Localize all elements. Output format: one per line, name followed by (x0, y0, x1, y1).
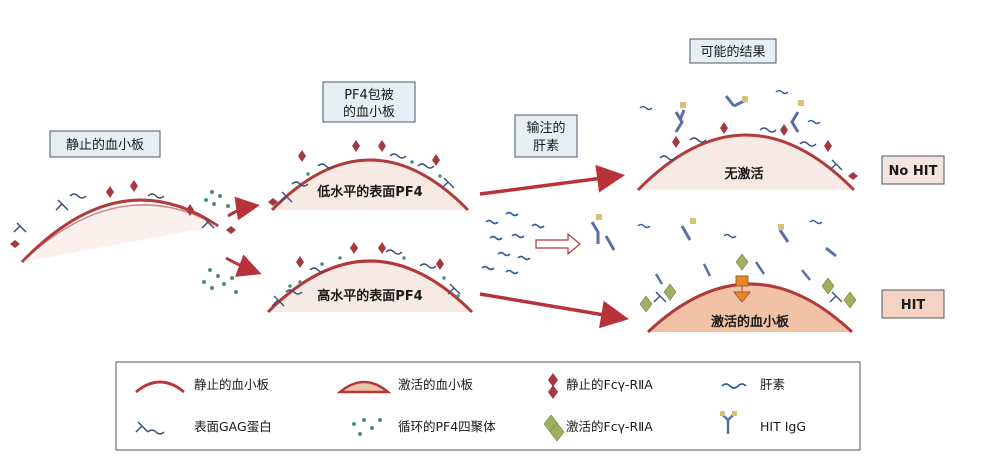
legend-gag-label: 表面GAG蛋白 (194, 419, 272, 434)
floating-igg-top (639, 89, 821, 133)
label-no-hit: No HIT (889, 164, 938, 179)
resting-platelet-receptors (10, 180, 236, 248)
legend-resting-fc: 静止的Fcγ-RⅡA (548, 373, 653, 399)
legend-pf4-label: 循环的PF4四聚体 (398, 419, 496, 434)
legend-resting-platelet: 静止的血小板 (135, 377, 270, 394)
legend-hit-igg-label: HIT IgG (760, 419, 806, 434)
label-hit: HIT (901, 298, 926, 313)
label-high-pf4: 高水平的表面PF4 (317, 288, 422, 304)
legend-active-fc-label: 激活的Fcγ-RⅡA (566, 419, 653, 434)
label-infused-line2: 肝素 (533, 139, 559, 154)
label-no-activation: 无激活 (723, 166, 763, 182)
label-box-infused-heparin (514, 114, 578, 158)
legend-pf4: 循环的PF4四聚体 (352, 418, 496, 436)
label-pf4-coated-line2: 的血小板 (343, 104, 395, 120)
arrow-to-low-pf4 (227, 196, 260, 221)
legend-heparin-label: 肝素 (760, 377, 785, 392)
no-activation-platelet (636, 122, 858, 192)
label-box-pf4-coated (322, 81, 416, 123)
label-infused-line1: 输注的 (526, 120, 565, 136)
label-pf4-coated-line1: PF4包被 (344, 88, 394, 103)
arrow-to-high-pf4 (225, 254, 262, 277)
label-possible-outcomes: 可能的结果 (700, 44, 765, 60)
label-activated-platelet: 激活的血小板 (711, 314, 790, 330)
open-arrow-heparin (535, 232, 581, 256)
heparin-molecules (481, 211, 545, 275)
low-pf4-platelet (268, 140, 470, 212)
label-box-resting (49, 130, 161, 158)
arrow-to-hit (479, 292, 629, 329)
legend-active-fc: 激活的Fcγ-RⅡA (543, 414, 653, 442)
hit-box (881, 289, 945, 319)
label-low-pf4: 低水平的表面PF4 (316, 184, 422, 200)
activated-platelet (639, 253, 857, 334)
label-resting-platelet: 静止的血小板 (66, 137, 144, 153)
pf4-tetramers-lower (202, 268, 238, 294)
high-pf4-platelet (266, 242, 474, 314)
floating-igg-middle (590, 214, 837, 258)
legend-activated-platelet: 激活的血小板 (336, 377, 474, 394)
legend-heparin: 肝素 (721, 377, 785, 392)
no-hit-box (881, 155, 945, 185)
legend-box (115, 361, 861, 451)
legend-resting-fc-label: 静止的Fcγ-RⅡA (566, 377, 653, 392)
pf4-tetramers-upper (204, 190, 230, 208)
label-box-outcomes (689, 38, 777, 64)
legend-gag: 表面GAG蛋白 (135, 419, 272, 435)
legend-resting-platelet-label: 静止的血小板 (194, 377, 270, 392)
legend-activated-platelet-label: 激活的血小板 (398, 377, 474, 392)
legend-hit-igg: HIT IgG (720, 411, 806, 434)
arrow-to-no-hit (479, 164, 625, 196)
resting-platelet-cell (20, 198, 219, 264)
